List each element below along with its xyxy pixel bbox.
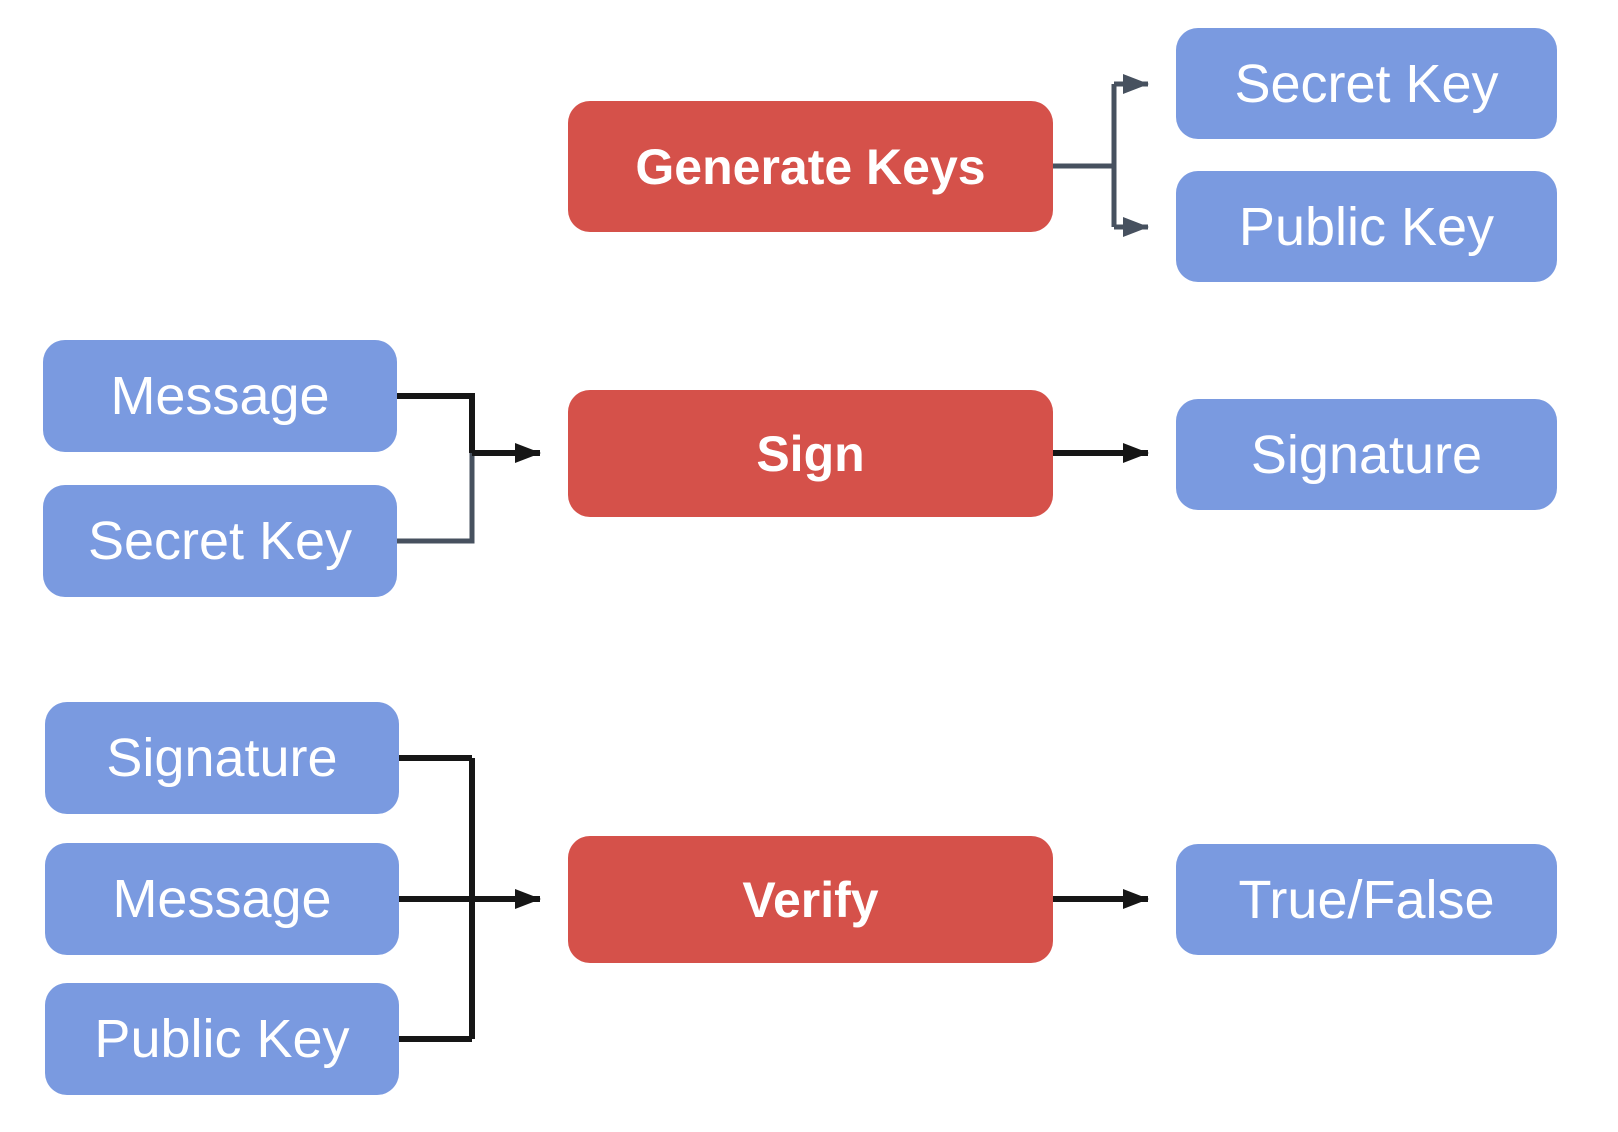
node-label: Sign [756,425,865,482]
node-verify: Verify [568,836,1053,963]
node-label: Signature [106,728,338,788]
node-public-key-verify-input: Public Key [45,983,399,1095]
node-label: Signature [1250,424,1483,485]
node-sign: Sign [568,390,1053,517]
node-secret-key-output: Secret Key [1176,28,1557,139]
node-message-verify-input: Message [45,843,399,955]
node-label: Message [112,869,332,929]
node-secret-key-sign-input: Secret Key [43,485,397,597]
node-label: True/False [1238,869,1495,930]
node-message-sign-input: Message [43,340,397,452]
node-label: Public Key [1238,196,1495,257]
edge-generate-keys-branch [1053,84,1117,227]
node-label: Secret Key [87,511,353,571]
node-true-false-output: True/False [1176,844,1557,955]
node-label: Generate Keys [635,138,986,195]
edge-secret-key-to-sign [397,453,475,544]
edge-message-to-sign [397,393,475,453]
node-label: Message [110,366,330,426]
node-public-key-output: Public Key [1176,171,1557,282]
node-label: Public Key [94,1009,350,1069]
node-signature-output: Signature [1176,399,1557,510]
node-generate-keys: Generate Keys [568,101,1053,232]
node-label: Verify [742,871,879,928]
node-label: Secret Key [1234,53,1499,114]
node-signature-verify-input: Signature [45,702,399,814]
